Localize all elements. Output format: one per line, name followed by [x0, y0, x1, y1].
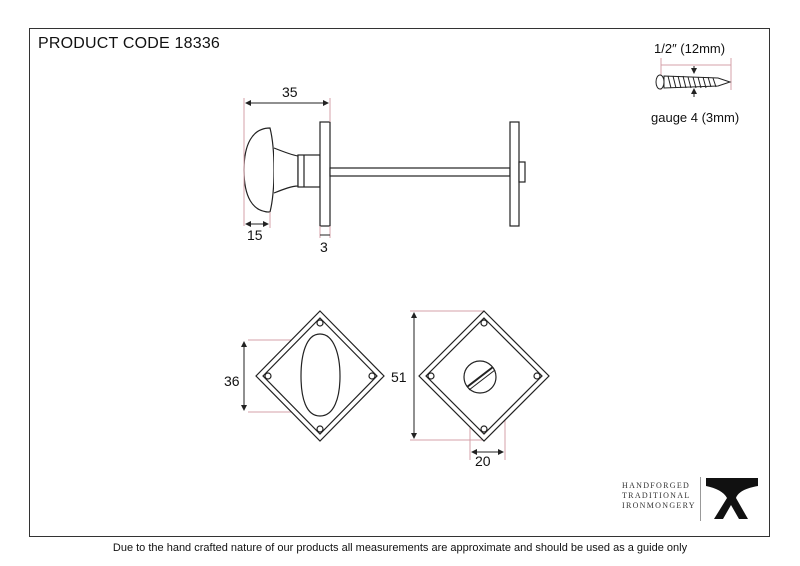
outer-rose — [418, 310, 550, 442]
inner-rose — [255, 310, 385, 442]
screw-gauge-label: gauge 4 (3mm) — [651, 110, 740, 125]
dimension-arrows — [241, 100, 504, 455]
side-elevation — [243, 121, 526, 227]
screw-length-label: 1/2″ (12mm) — [654, 41, 726, 56]
brand-line-2: TRADITIONAL — [622, 491, 691, 500]
dim-rose-height: 36 — [224, 373, 240, 389]
outer-plate-side — [509, 121, 520, 227]
brand-line-3: IRONMONGERY — [622, 501, 696, 510]
dim-knob-depth: 15 — [247, 227, 263, 243]
disclaimer: Due to the hand crafted nature of our pr… — [112, 542, 688, 554]
knob-collar — [297, 154, 321, 188]
drawing-frame — [29, 28, 770, 537]
brand-text: HANDFORGED TRADITIONAL IRONMONGERY — [622, 481, 696, 511]
dim-knob-length: 35 — [282, 84, 298, 100]
anvil-logo — [706, 478, 758, 519]
knob-neck — [273, 147, 299, 194]
brand-separator — [700, 477, 701, 521]
product-code: PRODUCT CODE 18336 — [38, 35, 221, 52]
turn-stub — [518, 161, 526, 183]
spindle — [329, 167, 511, 177]
dim-plate-thickness: 3 — [320, 239, 328, 255]
brand-line-1: HANDFORGED — [622, 481, 691, 490]
oval-knob-front — [300, 333, 341, 417]
screw-drawing — [655, 58, 732, 97]
dim-rose-offset: 20 — [475, 453, 491, 469]
knob-head — [243, 127, 275, 213]
dim-rose-diagonal: 51 — [391, 369, 407, 385]
inner-plate-side — [319, 121, 331, 227]
